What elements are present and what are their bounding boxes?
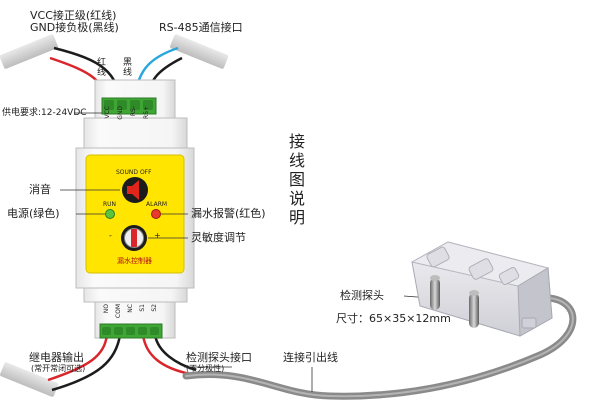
sensitivity-knob[interactable] (121, 225, 147, 251)
probe-wires (141, 334, 197, 376)
vcc-label: VCC接正级(红线) (30, 9, 117, 22)
leak-alarm-label: 漏水报警(红色) (191, 207, 266, 220)
title-char: 说 (288, 189, 305, 208)
title-char: 明 (288, 208, 305, 227)
cable-label: 连接引出线 (283, 351, 338, 364)
red-wire-label: 红线 (97, 58, 107, 78)
pin-label-rs-plus: RS+ (143, 106, 150, 120)
alarm-label: ALARM (146, 201, 168, 208)
plus-label: + (154, 231, 161, 240)
detection-probe (410, 241, 553, 337)
title-char: 接 (288, 132, 305, 151)
run-label: RUN (103, 201, 117, 208)
title-char: 线 (288, 151, 305, 170)
power-cable-sleeve (0, 34, 58, 69)
minus-label: - (109, 231, 112, 240)
pin-label-com: COM (115, 304, 122, 319)
pin-label-no: NO (103, 304, 110, 314)
probe-port-note: (不分极性) (186, 364, 225, 373)
power-led-label: 电源(绿色) (7, 207, 60, 220)
pin-label-rs-minus: RS- (130, 106, 137, 117)
title-char: 图 (288, 170, 305, 189)
speaker-icon[interactable] (122, 177, 148, 203)
pin-label-s1: S1 (139, 304, 146, 312)
controller-body (75, 79, 195, 339)
relay-note-label: (常开常闭可选) (31, 364, 86, 373)
gnd-label: GND接负极(黑线) (30, 21, 119, 34)
leader-lines (60, 112, 431, 392)
panel-name: 漏水控制器 (117, 257, 152, 265)
black-wire-label: 黑线 (123, 58, 133, 78)
sensitivity-label: 灵敏度调节 (191, 231, 246, 244)
pin-label-gnd: GND (117, 106, 124, 120)
top-terminal-block (101, 97, 157, 115)
pin-label-nc: NC (127, 304, 134, 313)
relay-output-label: 继电器输出 (29, 351, 84, 364)
run-led (105, 209, 115, 219)
rs485-label: RS-485通信接口 (159, 21, 243, 34)
bottom-terminal-block (99, 323, 163, 339)
rs485-cable-sleeve (170, 34, 229, 69)
mute-label: 消音 (29, 183, 51, 196)
diagram-title: 接 线 图 说 明 (286, 132, 308, 227)
relay-cable-sleeve (0, 362, 59, 397)
relay-wires (47, 334, 122, 392)
probe-label: 检测探头 (340, 289, 384, 302)
size-label: 尺寸：65×35×12mm (336, 312, 451, 325)
pin-label-s2: S2 (151, 304, 158, 312)
sound-off-label: SOUND OFF (116, 169, 152, 176)
alarm-led (151, 209, 161, 219)
pin-label-vcc: VCC (104, 106, 111, 119)
power-requirement-label: 供电要求:12-24VDC (2, 108, 87, 118)
probe-port-label: 检测探头接口 (186, 351, 252, 364)
